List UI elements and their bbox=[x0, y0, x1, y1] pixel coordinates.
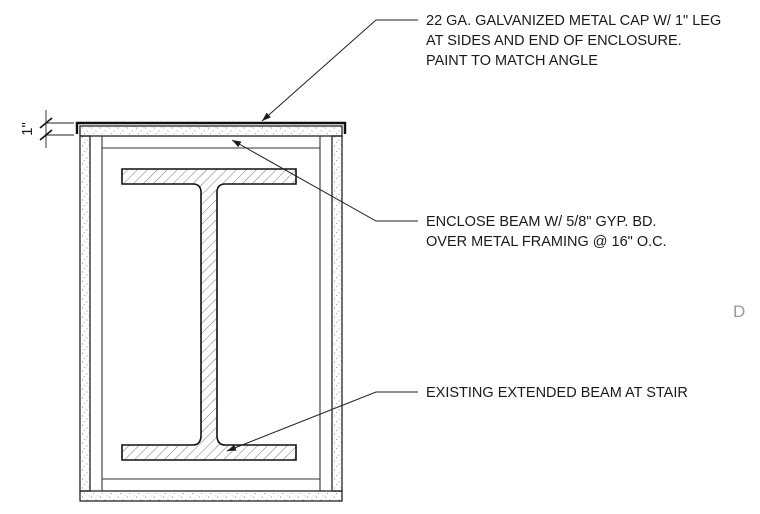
steel-i-beam bbox=[121, 168, 297, 461]
gyp-board-top bbox=[79, 125, 343, 137]
note-cap-line-1: 22 GA. GALVANIZED METAL CAP W/ 1" LEG bbox=[426, 13, 721, 29]
gyp-board-right bbox=[331, 135, 343, 492]
note-beam-line-1: EXISTING EXTENDED BEAM AT STAIR bbox=[426, 385, 688, 401]
gyp-board-bottom bbox=[79, 490, 343, 502]
note-enclose: ENCLOSE BEAM W/ 5/8" GYP. BD. OVER METAL… bbox=[426, 214, 667, 250]
note-cap-line-3: PAINT TO MATCH ANGLE bbox=[426, 53, 598, 69]
metal-cap bbox=[75, 121, 347, 134]
note-enclose-line-1: ENCLOSE BEAM W/ 5/8" GYP. BD. bbox=[426, 214, 657, 230]
note-cap-line-2: AT SIDES AND END OF ENCLOSURE. bbox=[426, 33, 682, 49]
sheet-mark: D bbox=[733, 302, 745, 321]
note-cap: 22 GA. GALVANIZED METAL CAP W/ 1" LEG AT… bbox=[426, 13, 721, 69]
dimension-1-inch: 1" bbox=[19, 110, 74, 148]
dimension-label: 1" bbox=[19, 122, 36, 136]
note-enclose-line-2: OVER METAL FRAMING @ 16" O.C. bbox=[426, 234, 667, 250]
leader-cap bbox=[261, 19, 418, 122]
metal-framing bbox=[89, 135, 333, 492]
leader-beam bbox=[226, 391, 418, 452]
leader-enclose bbox=[231, 139, 418, 222]
note-beam: EXISTING EXTENDED BEAM AT STAIR bbox=[426, 385, 688, 401]
gyp-board-left bbox=[79, 135, 91, 492]
